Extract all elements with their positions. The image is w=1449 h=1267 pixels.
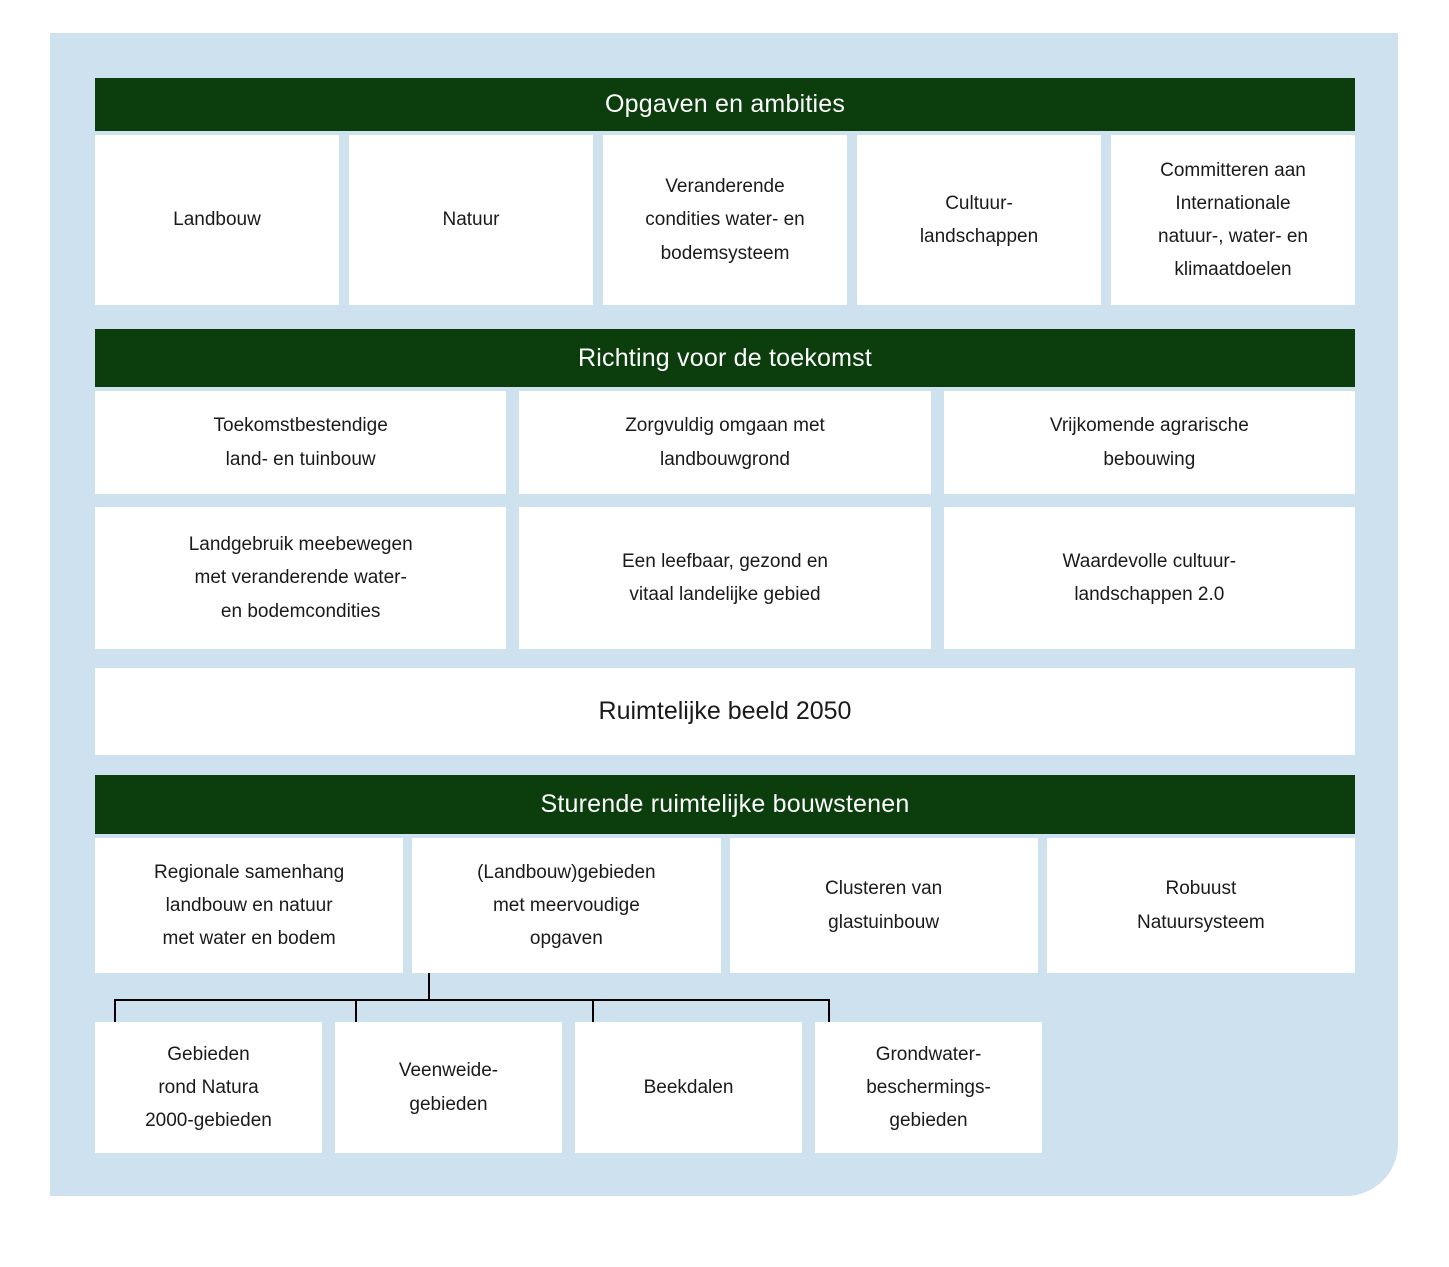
row-richting-1: Toekomstbestendige land- en tuinbouw Zor… [95,391,1355,494]
row-richting-2: Landgebruik meebewegen met veranderende … [95,507,1355,649]
box-beekdalen: Beekdalen [575,1022,802,1153]
section-header-opgaven: Opgaven en ambities [95,78,1355,131]
row-gebieden: Gebieden rond Natura 2000-gebieden Veenw… [95,1022,1042,1153]
box-leefbaar-gebied: Een leefbaar, gezond en vitaal landelijk… [519,507,931,649]
row-opgaven: Landbouw Natuur Veranderende condities w… [95,135,1355,305]
box-vrijkomende-bebouwing: Vrijkomende agrarische bebouwing [943,391,1355,494]
box-regionale-samenhang: Regionale samenhang landbouw en natuur m… [95,838,404,973]
box-zorgvuldig-omgaan: Zorgvuldig omgaan met landbouwgrond [519,391,931,494]
connector-horizontal [114,999,830,1001]
box-veenweidegebieden: Veenweide- gebieden [335,1022,562,1153]
box-veranderende-condities: Veranderende condities water- en bodemsy… [603,135,847,305]
connector-stem-main [428,973,430,1001]
section-title-opgaven: Opgaven en ambities [604,90,846,118]
box-landbouwgebieden-meervoudig: (Landbouw)gebieden met meervoudige opgav… [412,838,721,973]
box-landbouw: Landbouw [95,135,339,305]
box-committeren-doelen: Committeren aan Internationale natuur-, … [1111,135,1355,305]
box-ruimtelijke-beeld-2050: Ruimtelijke beeld 2050 [95,668,1355,755]
connector-stem-1 [114,999,116,1033]
connector-stem-3 [592,999,594,1033]
section-title-richting: Richting voor de toekomst [577,343,873,372]
connector-stem-4 [828,999,830,1033]
section-header-richting: Richting voor de toekomst [95,329,1355,387]
diagram-panel: Opgaven en ambities Landbouw Natuur Vera… [50,33,1398,1196]
box-waardevolle-landschappen: Waardevolle cultuur- landschappen 2.0 [943,507,1355,649]
box-toekomstbestendige: Toekomstbestendige land- en tuinbouw [95,391,507,494]
section-title-sturende: Sturende ruimtelijke bouwstenen [540,790,910,818]
box-robuust-natuursysteem: Robuust Natuursysteem [1046,838,1355,973]
box-natura-2000-gebieden: Gebieden rond Natura 2000-gebieden [95,1022,322,1153]
box-clusteren-glastuinbouw: Clusteren van glastuinbouw [729,838,1038,973]
ruimtelijke-beeld-label: Ruimtelijke beeld 2050 [598,697,852,725]
box-cultuurlandschappen: Cultuur- landschappen [857,135,1101,305]
box-grondwaterbeschermingsgebieden: Grondwater- beschermings- gebieden [815,1022,1042,1153]
connector-stem-2 [355,999,357,1033]
box-landgebruik-meebewegen: Landgebruik meebewegen met veranderende … [95,507,507,649]
row-sturende: Regionale samenhang landbouw en natuur m… [95,838,1355,973]
box-natuur: Natuur [349,135,593,305]
section-header-sturende: Sturende ruimtelijke bouwstenen [95,775,1355,834]
